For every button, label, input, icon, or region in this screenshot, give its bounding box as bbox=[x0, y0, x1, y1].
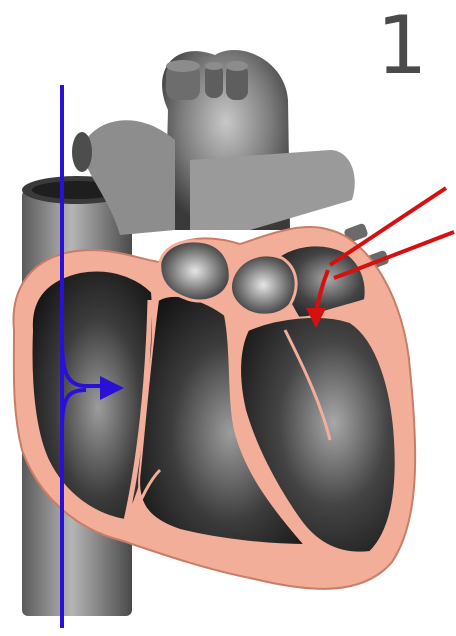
aortic-valve bbox=[230, 255, 296, 315]
step-number: 1 bbox=[372, 0, 432, 92]
